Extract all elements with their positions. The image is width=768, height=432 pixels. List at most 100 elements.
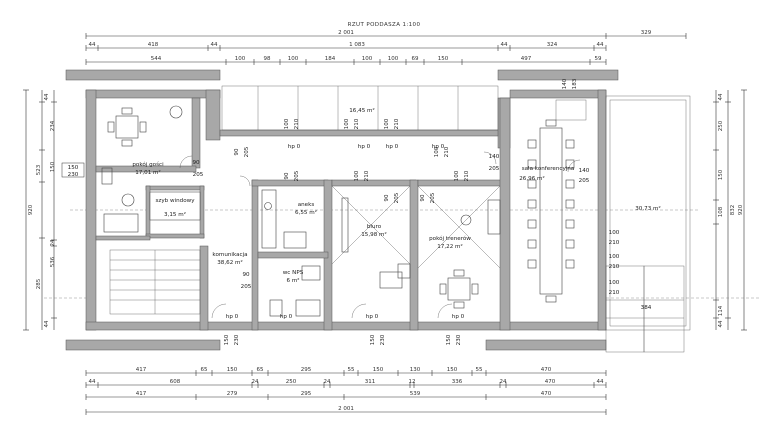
dim-left-6: 536	[50, 256, 56, 267]
dim-bot-r1-11: 470	[541, 367, 552, 373]
op-s1a: 150	[68, 165, 79, 171]
dim-left-5: 24	[50, 239, 56, 246]
room-guest-area: 17,01 m²	[135, 169, 160, 176]
op-w2a: 100	[344, 118, 350, 129]
op-d4b: 205	[394, 192, 400, 203]
op-t3a: 100	[609, 280, 620, 286]
dim-right-6: 114	[718, 305, 724, 316]
dim-top-r3-11: 59	[595, 56, 602, 62]
op-w2b: 210	[354, 118, 360, 129]
op-s1b: 230	[68, 172, 79, 178]
dim-top-r3-10: 497	[521, 56, 532, 62]
opening-labels: 100 210 100 210 100 210 100 210 100 210 …	[61, 78, 620, 345]
dim-top-terrace: 329	[641, 30, 652, 36]
dim-bot-r3-3: 295	[301, 391, 312, 397]
top-dimensions: 2 001 329 44 418 44 1 083 44 324 44 544	[85, 30, 687, 65]
room-wc-area: 6 m²	[286, 277, 299, 284]
hp-1: hp 0	[288, 144, 301, 150]
op-w7a: 140	[562, 78, 568, 89]
op-t2b: 210	[609, 264, 620, 270]
dim-top-r3-6: 100	[362, 56, 373, 62]
dim-top-r3-1: 544	[151, 56, 162, 62]
op-d2a: 90	[234, 148, 240, 156]
dim-top-r3-5: 184	[325, 56, 336, 62]
dim-right-7: 44	[718, 320, 724, 327]
dim-bot-r3-1: 417	[136, 391, 147, 397]
op-w1b: 210	[294, 118, 300, 129]
dim-bot-r2-8: 336	[452, 379, 463, 385]
op-b2a: 150	[370, 334, 376, 345]
room-conference-name: sala konferencyjna	[522, 166, 575, 172]
op-w4b: 210	[444, 146, 450, 157]
op-w3a: 100	[384, 118, 390, 129]
op-t3b: 210	[609, 290, 620, 296]
staircase	[109, 249, 201, 315]
dim-right-5: 108	[718, 206, 724, 217]
hp-3: hp 0	[386, 144, 399, 150]
hp-2: hp 0	[358, 144, 371, 150]
dim-left-1: 44	[44, 93, 50, 100]
corridor-windows	[221, 85, 587, 131]
room-hall-name: komunikacja	[212, 252, 247, 258]
dim-bot-r2-1: 44	[89, 379, 96, 385]
op-d1b: 205	[193, 172, 204, 178]
dim-bot-r3-5: 470	[541, 391, 552, 397]
op-w5b: 210	[364, 170, 370, 181]
dim-bot-r2-2: 608	[170, 379, 181, 385]
op-b1a: 150	[224, 334, 230, 345]
dim-bot-r3-4: 539	[410, 391, 421, 397]
dim-bot-r1-10: 55	[476, 367, 483, 373]
op-t1b: 210	[609, 240, 620, 246]
dim-right-1: 44	[718, 93, 724, 100]
dim-bot-r2-5: 24	[324, 379, 331, 385]
op-d8b: 205	[241, 284, 252, 290]
hp-4: hp 0	[432, 144, 445, 150]
op-w4a: 100	[434, 146, 440, 157]
furniture	[101, 105, 575, 317]
dim-bot-r2-11: 44	[597, 379, 604, 385]
op-w3b: 210	[394, 118, 400, 129]
op-b3b: 230	[456, 334, 462, 345]
dim-left-3: 523	[36, 164, 42, 175]
dim-right-total: 920	[738, 204, 744, 215]
op-d5b: 205	[430, 192, 436, 203]
room-wc-name: wc NPS	[283, 270, 304, 276]
dim-top-r2-7: 44	[597, 42, 604, 48]
balcony-dim: 384	[641, 305, 652, 311]
op-d6a: 140	[489, 154, 500, 160]
op-b3a: 150	[446, 334, 452, 345]
dim-top-r2-5: 44	[501, 42, 508, 48]
dim-top-r2-2: 418	[148, 42, 159, 48]
dim-bot-total: 2 001	[338, 406, 354, 412]
room-shaft-name: szyb windowy	[155, 198, 195, 204]
room-office-name: biuro	[367, 224, 382, 230]
op-t2a: 100	[609, 254, 620, 260]
dim-bot-r2-3: 24	[252, 379, 259, 385]
op-d8a: 90	[242, 272, 250, 278]
dim-bot-r2-7: 12	[409, 379, 416, 385]
dim-bot-r1-8: 130	[410, 367, 421, 373]
op-d5a: 90	[420, 194, 426, 202]
room-guest-name: pokój gości	[132, 161, 164, 168]
dim-bot-r1-3: 150	[227, 367, 238, 373]
op-d4a: 90	[384, 194, 390, 202]
hp-8: hp 0	[280, 314, 293, 320]
op-d3b: 205	[294, 170, 300, 181]
op-d7a: 140	[579, 168, 590, 174]
op-t1a: 100	[609, 230, 620, 236]
op-w7b: 183	[572, 78, 578, 89]
op-w5a: 100	[354, 170, 360, 181]
room-hall-area: 38,62 m²	[217, 259, 242, 266]
op-d6b: 205	[489, 166, 500, 172]
dim-top-r3-7: 100	[388, 56, 399, 62]
dim-bot-r1-2: 65	[201, 367, 208, 373]
room-labels: pokój gości 17,01 m² szyb windowy 3,15 m…	[132, 107, 660, 284]
terrace: 384	[605, 95, 691, 353]
hp-5: hp 0	[366, 314, 379, 320]
inner-walls	[95, 97, 511, 331]
op-d3a: 90	[284, 172, 290, 180]
dim-bot-r3-2: 279	[227, 391, 238, 397]
hp-6: hp 0	[452, 314, 465, 320]
dim-top-r3-3: 98	[264, 56, 271, 62]
op-w6a: 100	[454, 170, 460, 181]
